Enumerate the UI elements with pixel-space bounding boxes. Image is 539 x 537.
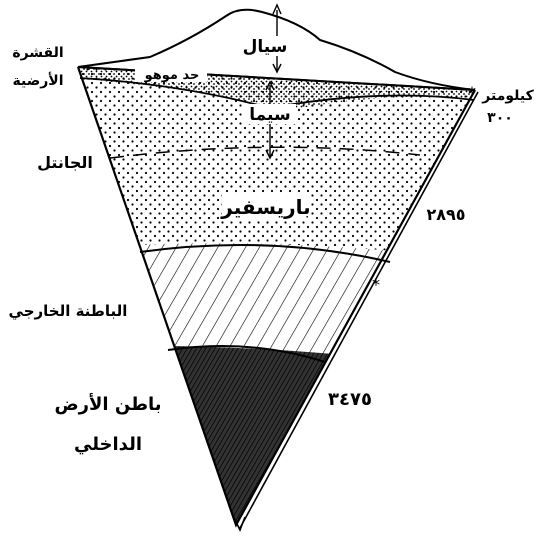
depth-unit-label: كيلومتر [481,88,534,104]
outer-core-label: الباطنة الخارجي [9,302,128,320]
outer-core-depth-label: ٣٤٧٥ [328,389,372,410]
mantle-depth-star: * [372,275,380,294]
sima-label: سيما [249,105,290,125]
crust-label-line2: الأرضية [12,72,63,89]
inner-core-label-line2: الداخلي [74,434,142,455]
sial-label: سيال [243,37,288,57]
crust-label-line1: القشرة [12,45,63,61]
mantle-depth-label: ٢٨٩٥ [426,205,465,224]
crust-depth-label: ٣٠٠ [487,110,513,126]
moho-label: حد موهو [144,68,200,83]
earth-layers [60,60,500,537]
crust-depth-star: * [468,83,476,102]
inner-core-label-line1: باطن الأرض [54,393,161,415]
barysphere-label: باريسفير [220,195,310,219]
mantle-label: الجانتل [37,153,93,172]
